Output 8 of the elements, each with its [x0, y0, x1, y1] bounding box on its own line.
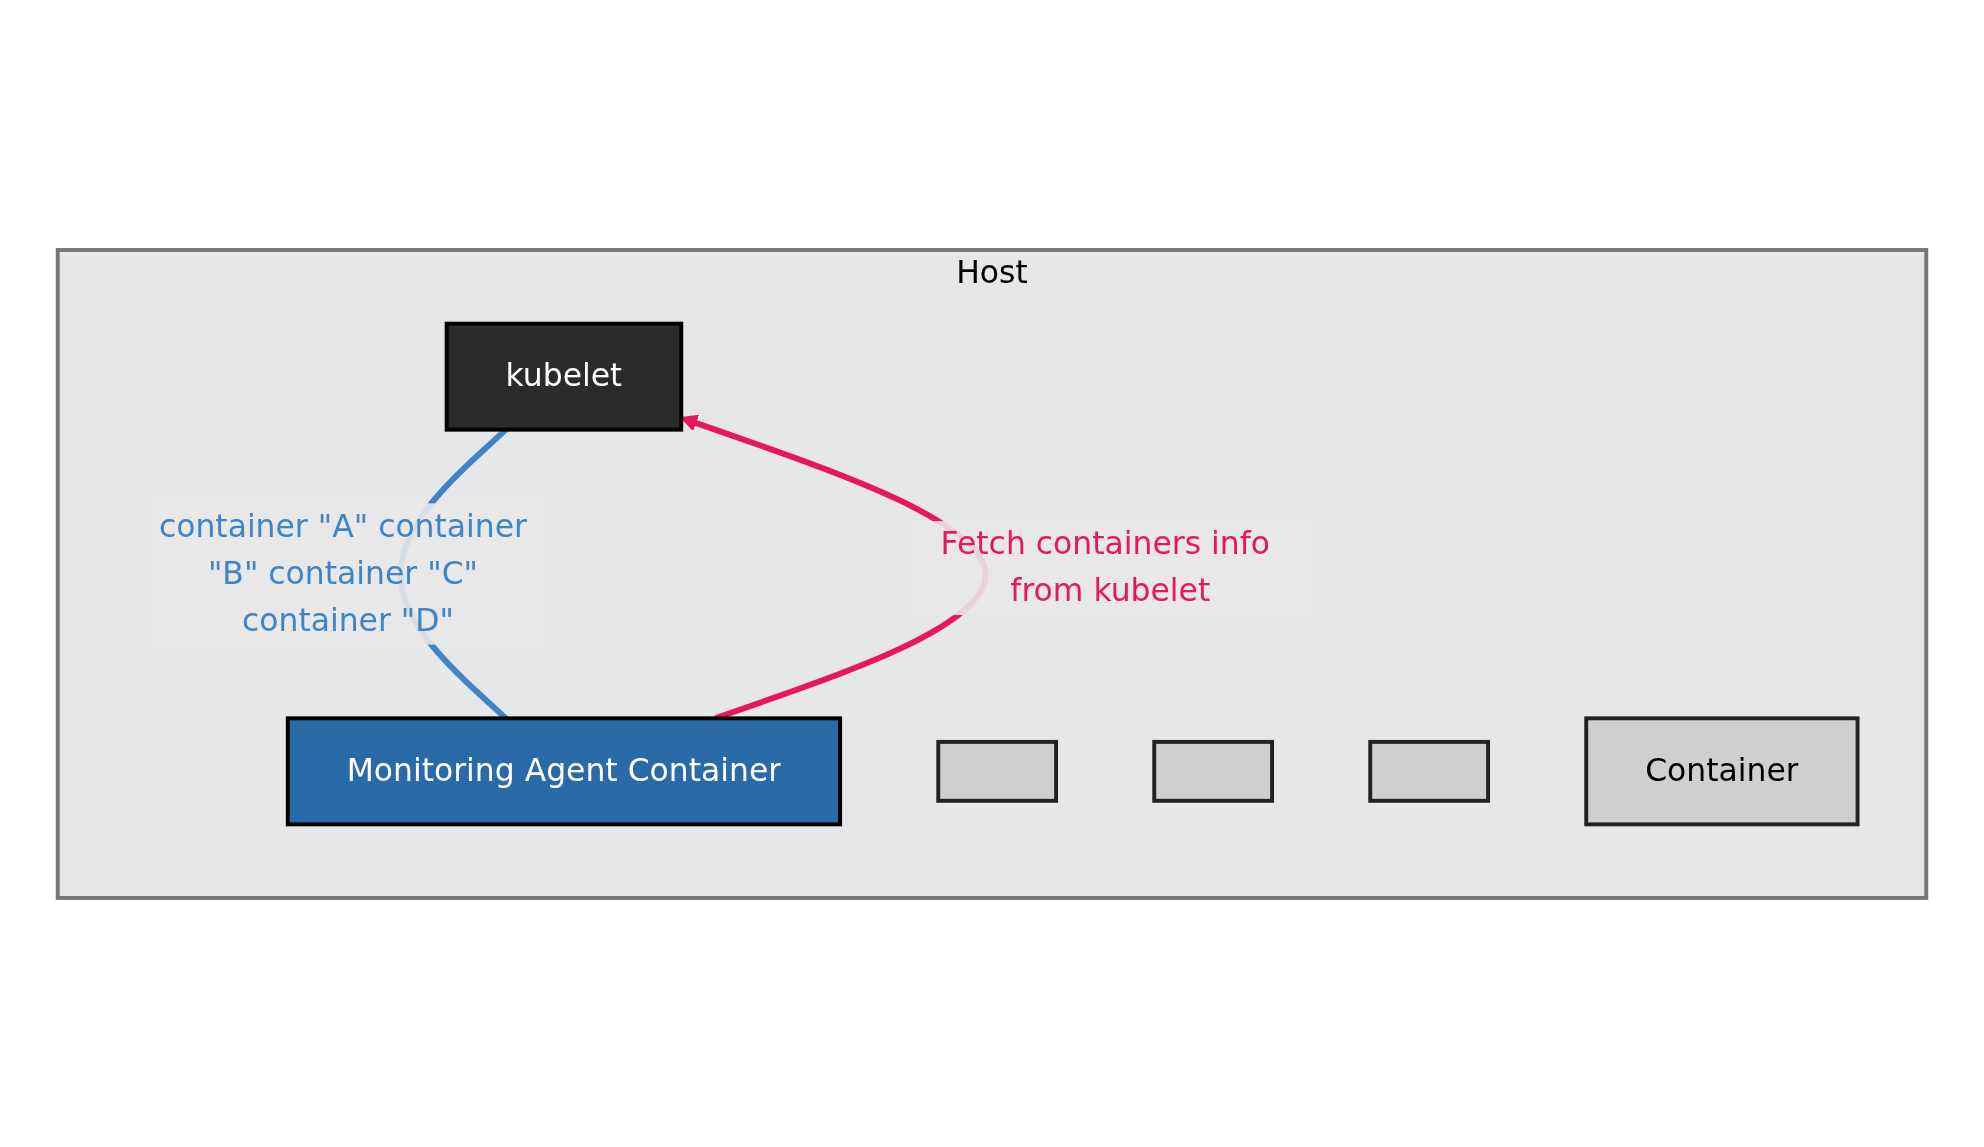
node-box: kubelet [444, 321, 684, 432]
node-box: Monitoring Agent Container [285, 715, 843, 826]
node-box: Container [1584, 715, 1860, 826]
node-box [1368, 739, 1491, 803]
edge-label: Fetch containers info from kubelet [940, 524, 1270, 609]
node-box [936, 739, 1059, 803]
node-box [1152, 739, 1275, 803]
edge-label: container "A" container "B" container "C" container "D" [158, 506, 528, 639]
